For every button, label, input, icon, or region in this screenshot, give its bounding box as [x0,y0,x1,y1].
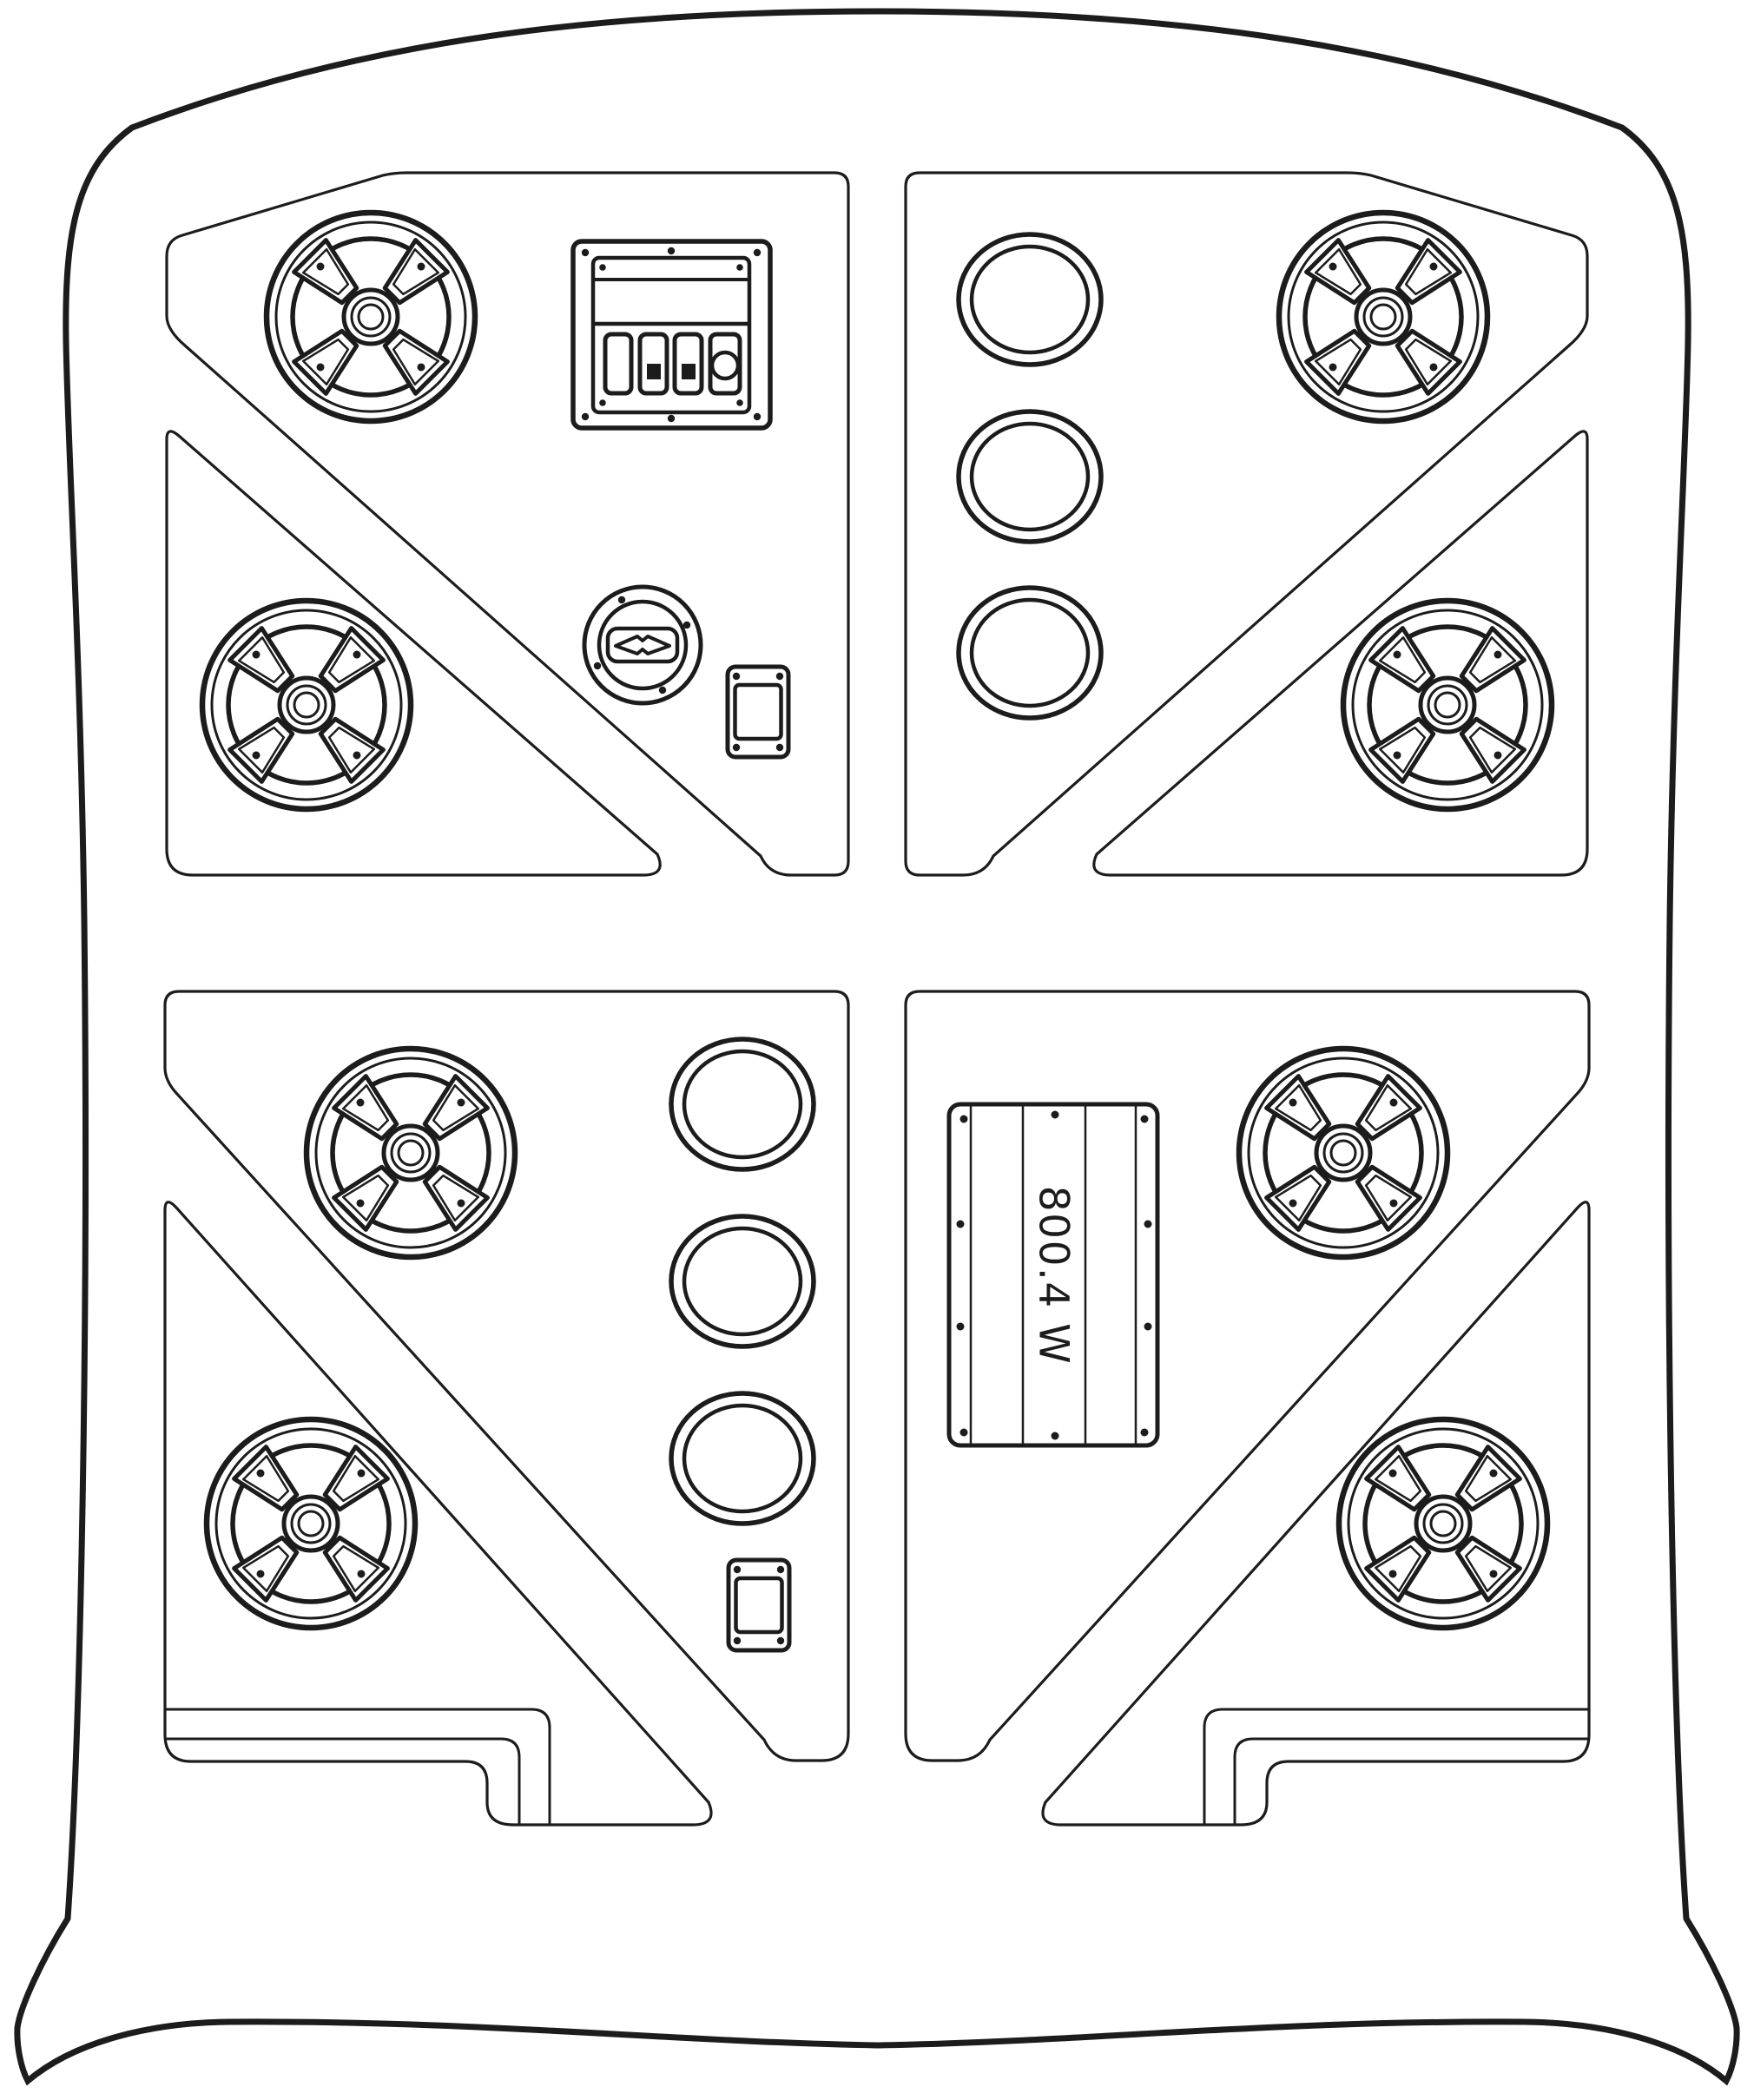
twist-latch [582,584,703,706]
access-plate [729,1560,789,1650]
panel-bottom-left-triangle [163,1201,713,1827]
switch-panel [570,239,773,431]
rocker-indicator [682,364,696,379]
panel-bottom-left-main [163,990,850,1762]
step-trim-line [165,1708,551,1824]
knob-switch-slot [708,332,742,396]
step-trim-line [165,1737,521,1824]
access-plate [728,667,788,757]
knob [709,350,741,381]
latch-handle [614,635,671,655]
amplifier-label: 800.4 W [1030,1186,1078,1365]
panel-top-right-triangle [1092,430,1589,877]
rocker-switch [603,332,634,396]
panel-bottom-right-triangle [1041,1201,1591,1827]
panel-top-left-triangle [165,430,662,877]
amplifier-plate: 800.4 W [946,1102,1160,1448]
vehicle-body-outline [14,8,1740,2086]
step-trim-line [1203,1708,1589,1824]
rocker-indicator [647,364,661,379]
step-trim-line [1233,1737,1589,1824]
